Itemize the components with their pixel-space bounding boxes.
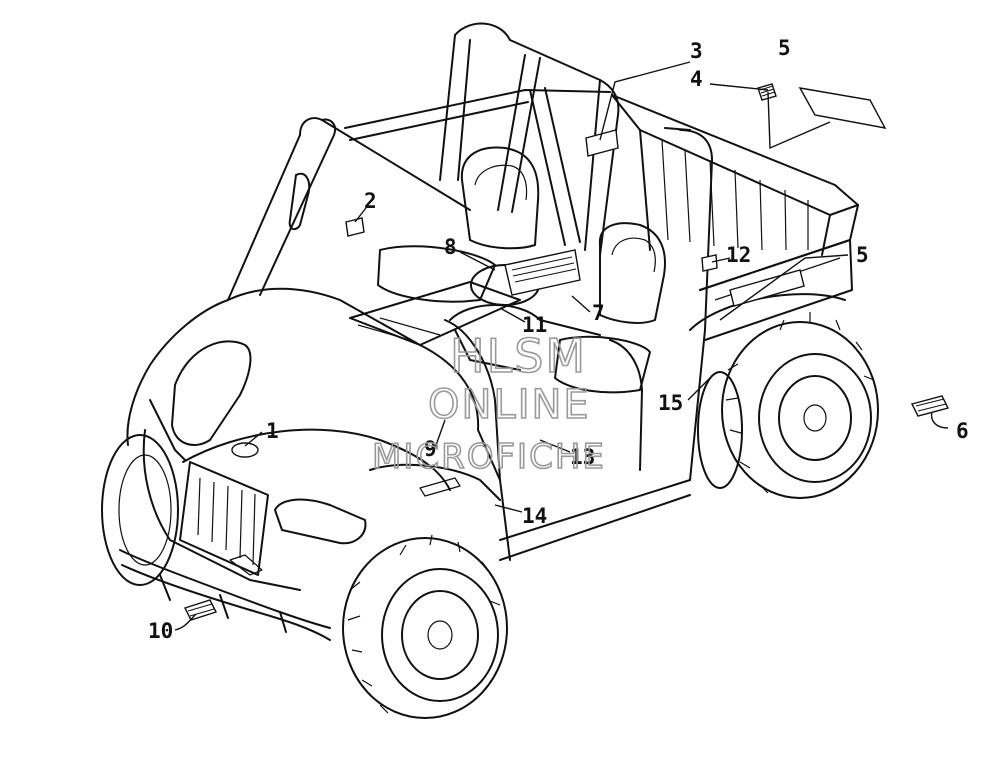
rops-label-decal <box>585 129 619 157</box>
leader-3 <box>599 61 691 141</box>
leader-12 <box>711 257 731 263</box>
front-bumper <box>119 549 331 641</box>
front-left-wheel <box>101 434 179 586</box>
roll-cage <box>227 22 713 481</box>
callout-6: 6 <box>956 419 969 443</box>
console-warning-hatch <box>511 256 577 283</box>
leader-10 <box>174 613 197 631</box>
callout-2: 2 <box>364 189 377 213</box>
leader-14 <box>494 504 523 513</box>
callout-11: 11 <box>522 313 547 337</box>
decals <box>184 83 950 621</box>
watermark-line-1: HLSM <box>450 329 587 383</box>
callout-1: 1 <box>266 419 279 443</box>
console-warning-decal <box>504 249 581 296</box>
rops-side-decal <box>701 254 718 272</box>
callout-13: 13 <box>570 445 595 469</box>
callout-14: 14 <box>522 504 547 528</box>
leader-7 <box>571 295 591 313</box>
front-body <box>126 287 691 591</box>
fender-badge-hatch <box>915 398 947 412</box>
callout-labels: 1 2 3 4 5 5 6 7 8 9 10 11 12 13 14 15 <box>148 36 969 643</box>
leader-9 <box>434 419 446 449</box>
rear-left-wheel <box>697 371 743 489</box>
leader-13 <box>539 439 571 453</box>
callout-8: 8 <box>444 235 457 259</box>
callout-9: 9 <box>424 437 437 461</box>
leader-11 <box>499 307 526 323</box>
callout-5-bed: 5 <box>778 36 791 60</box>
leader-2 <box>354 207 367 223</box>
leader-lines <box>174 61 949 631</box>
leader-8 <box>459 251 496 271</box>
bed-side-logo-decal <box>729 269 805 307</box>
watermark-line-2: ONLINE <box>428 382 591 428</box>
utv-vehicle-drawing <box>101 22 879 719</box>
callout-5-side: 5 <box>856 243 869 267</box>
callout-4: 4 <box>690 67 703 91</box>
seats <box>377 146 666 394</box>
roll-cage-warning-decal <box>345 217 365 237</box>
watermark: HLSM ONLINE MICROFICHE <box>371 328 606 478</box>
callout-15: 15 <box>658 391 683 415</box>
callout-12: 12 <box>726 243 751 267</box>
callout-3: 3 <box>690 39 703 63</box>
front-right-wheel <box>342 534 508 719</box>
callout-7: 7 <box>592 301 605 325</box>
leader-4 <box>709 83 769 91</box>
callout-10: 10 <box>148 619 173 643</box>
fender-badge-decal <box>910 395 950 417</box>
leader-5b <box>719 254 849 321</box>
cargo-bed <box>611 94 859 341</box>
hood-emblem-decal <box>231 442 259 458</box>
leader-15 <box>687 377 711 401</box>
leader-1 <box>244 431 263 447</box>
watermark-line-3: MICROFICHE <box>372 437 606 477</box>
bed-stripe-decal <box>798 87 887 129</box>
leader-6 <box>930 411 949 429</box>
leader-5a <box>767 91 831 150</box>
bumper-decal-hatch <box>187 603 215 617</box>
rear-right-wheel <box>721 312 879 499</box>
